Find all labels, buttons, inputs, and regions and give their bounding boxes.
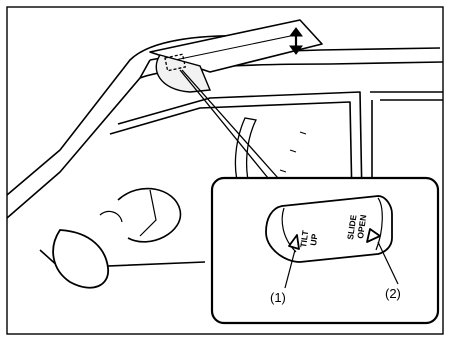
callout-2-label: (2) (385, 286, 401, 301)
tilt-label-line2: UP (308, 233, 320, 246)
steering-wheel (100, 189, 180, 242)
callout-1-label: (1) (270, 290, 286, 305)
sunroof-switch (266, 196, 392, 262)
side-mirror (53, 230, 108, 288)
